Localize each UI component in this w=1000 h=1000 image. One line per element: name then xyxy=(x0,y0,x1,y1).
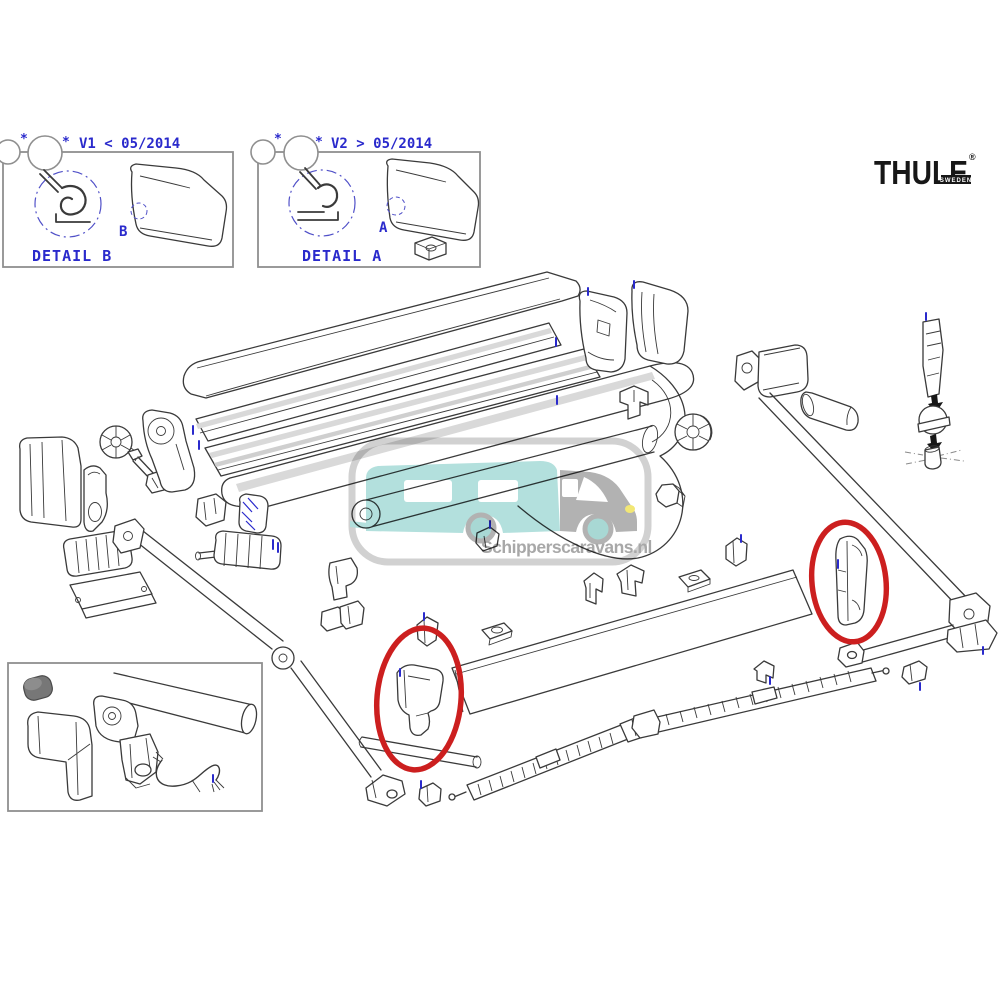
motor-unit xyxy=(93,695,159,789)
watermark-site-text: Schipperscaravans.nl xyxy=(481,537,652,557)
support-tube xyxy=(358,736,482,769)
left-spring-arm xyxy=(132,530,406,807)
awning-case-top-cover xyxy=(182,271,581,399)
rail-profile-v1 xyxy=(39,169,91,223)
right-spring-arm xyxy=(734,344,998,668)
headlight-dot xyxy=(625,505,635,513)
detail-zoom-circle xyxy=(34,170,102,238)
cylinder-part xyxy=(904,445,965,470)
spoked-knob xyxy=(99,425,140,462)
registered-mark: ® xyxy=(969,152,976,162)
end-cap-drawing-a xyxy=(386,158,480,241)
highlighted-lock-part xyxy=(835,535,868,626)
left-motor-assembly xyxy=(62,518,157,619)
detail-box-v1: * * V1 < 05/2014 B DETAIL B xyxy=(0,132,234,268)
knob-part xyxy=(917,405,951,435)
highlight-ellipse-left xyxy=(373,625,465,773)
star-mark: * xyxy=(315,135,323,150)
watermark: Schipperscaravans.nl xyxy=(348,437,652,566)
point-label-b: B xyxy=(119,224,127,240)
assembly-arrow-2 xyxy=(927,434,942,453)
detail-box-v2: * * V2 > 05/2014 A DETAIL A xyxy=(250,132,481,268)
motor-armature xyxy=(195,530,282,570)
tension-rafter-1 xyxy=(448,715,649,801)
bracket-clip xyxy=(416,612,439,647)
awning-case-lid-profile xyxy=(195,322,562,442)
detail-label-b: DETAIL B xyxy=(32,247,112,265)
awning-fabric-roll xyxy=(221,361,695,560)
dark-cap-part xyxy=(23,675,53,701)
star-mark: * xyxy=(20,132,28,147)
highlight-ellipse-right xyxy=(808,519,890,645)
flat-clip xyxy=(481,622,513,646)
version-label-v2: V2 > 05/2014 xyxy=(331,136,432,152)
end-cap-shell-large xyxy=(631,280,689,365)
tension-rafter-2 xyxy=(631,667,890,739)
hat-clip-row xyxy=(583,564,711,605)
wall-clip xyxy=(725,534,748,567)
spoked-hub xyxy=(674,413,713,451)
clamp-block xyxy=(195,493,227,527)
version-label-v1: V1 < 05/2014 xyxy=(79,136,180,152)
highlighted-foot-part xyxy=(396,664,444,736)
cap-bracket xyxy=(619,385,649,420)
motor-cable xyxy=(152,751,225,793)
bottom-hat-clip xyxy=(753,660,775,685)
caravan-watermark-icon xyxy=(350,461,637,545)
star-mark: * xyxy=(62,135,70,150)
point-label-a: A xyxy=(379,220,388,236)
drive-insert xyxy=(238,493,269,534)
lead-rail-panel xyxy=(451,569,813,715)
end-cap-drawing-b xyxy=(130,163,228,247)
strap-part xyxy=(922,312,944,398)
annotation-ticks xyxy=(192,337,558,450)
detail-zoom-circle xyxy=(288,169,356,237)
assembly-arrow-1 xyxy=(928,394,943,413)
left-end-cap xyxy=(19,436,82,528)
star-mark: * xyxy=(274,132,282,147)
bottom-clip-left xyxy=(418,780,442,807)
sweden-badge xyxy=(941,175,971,184)
bottom-box-clip xyxy=(901,660,928,691)
end-cap-shell-small xyxy=(578,287,628,373)
end-cover-part xyxy=(27,711,93,801)
iso-box-part xyxy=(414,236,447,261)
thule-logo-text: THULE xyxy=(874,154,968,191)
gear-housing xyxy=(142,409,196,493)
hook-clip xyxy=(328,557,359,601)
left-c-bracket xyxy=(83,465,108,532)
hex-cap xyxy=(655,483,686,508)
rail-profile-v2 xyxy=(297,167,339,221)
thule-logo: THULE ® SWEDEN xyxy=(874,152,976,191)
watermark-border xyxy=(348,437,652,566)
sweden-badge-text: SWEDEN xyxy=(940,178,972,184)
detail-label-a: DETAIL A xyxy=(302,247,382,265)
center-clamp xyxy=(320,600,365,632)
motor-detail-box xyxy=(7,662,263,812)
awning-case-bottom-profile xyxy=(204,348,601,477)
